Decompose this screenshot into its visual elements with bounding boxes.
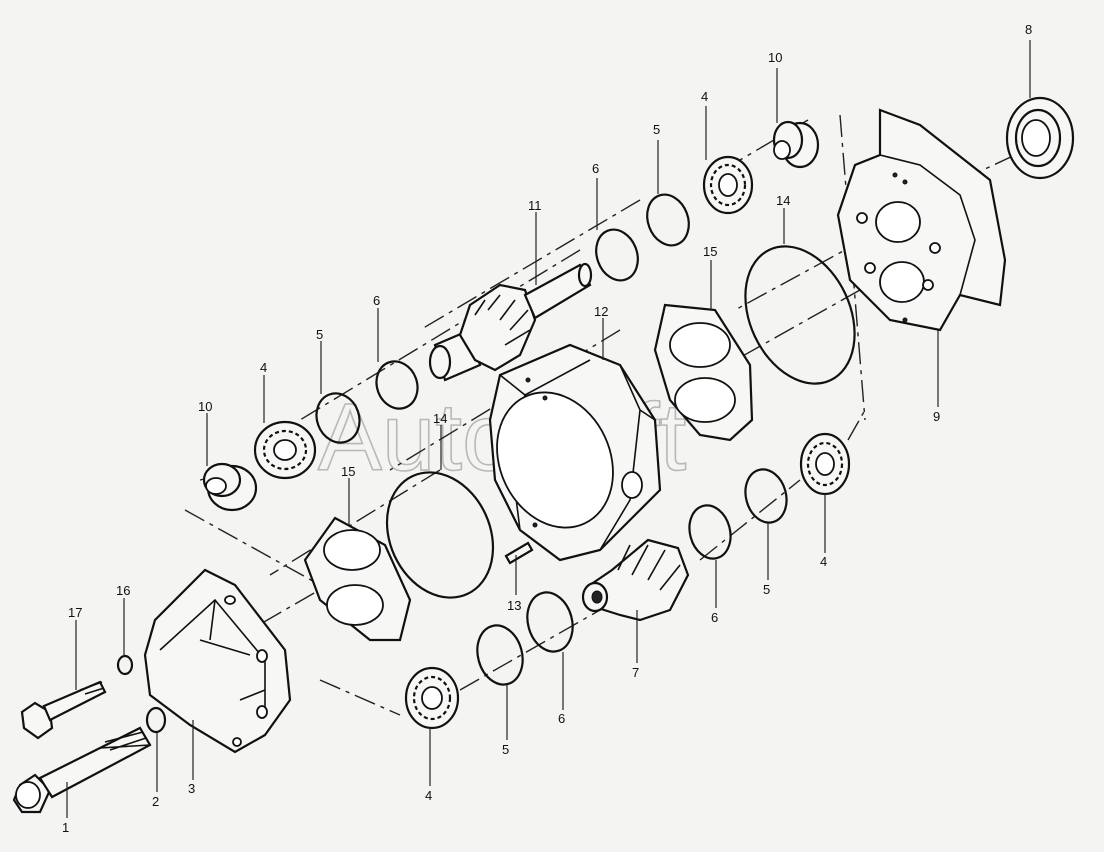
label-7: 7 bbox=[632, 665, 639, 680]
part-bolt-short bbox=[20, 680, 107, 740]
label-10-left: 10 bbox=[198, 399, 212, 414]
label-13: 13 bbox=[507, 598, 521, 613]
label-10-upper: 10 bbox=[768, 50, 782, 65]
label-5-left: 5 bbox=[316, 327, 323, 342]
label-9: 9 bbox=[933, 409, 940, 424]
part-drive-shaft-gear bbox=[428, 262, 593, 382]
label-5-bottom: 5 bbox=[502, 742, 509, 757]
part-ring-5-right bbox=[744, 468, 788, 524]
part-labels: 1 2 3 4 5 6 7 8 9 10 11 12 13 14 15 16 1… bbox=[62, 22, 1032, 835]
label-15-front: 15 bbox=[341, 464, 355, 479]
part-bushing-front bbox=[202, 462, 258, 512]
label-4-upper: 4 bbox=[701, 89, 708, 104]
label-17: 17 bbox=[68, 605, 82, 620]
part-front-cover bbox=[143, 568, 292, 754]
label-11: 11 bbox=[528, 198, 542, 213]
part-bearing-rear bbox=[1005, 96, 1075, 180]
part-ring-6-left bbox=[375, 360, 419, 410]
label-12: 12 bbox=[594, 304, 608, 319]
label-1: 1 bbox=[62, 820, 69, 835]
label-6-bottom: 6 bbox=[558, 711, 565, 726]
part-washer-16 bbox=[116, 654, 134, 676]
part-o-ring-rear bbox=[744, 245, 856, 385]
label-4-left: 4 bbox=[260, 360, 267, 375]
label-4-right: 4 bbox=[820, 554, 827, 569]
part-rear-body bbox=[836, 108, 1007, 332]
label-6-left: 6 bbox=[373, 293, 380, 308]
label-3: 3 bbox=[188, 781, 195, 796]
part-dowel-pin bbox=[504, 541, 534, 565]
part-wear-plate-rear bbox=[653, 303, 754, 442]
part-ring-5-upper bbox=[646, 193, 690, 247]
part-ring-5-left bbox=[315, 392, 361, 444]
label-14-rear: 14 bbox=[776, 193, 790, 208]
part-wear-plate-front bbox=[303, 516, 412, 642]
part-ring-5-bottom bbox=[476, 624, 524, 686]
label-5-right: 5 bbox=[763, 582, 770, 597]
part-bearing-front-left bbox=[253, 420, 317, 480]
label-6-right: 6 bbox=[711, 610, 718, 625]
label-6-upper: 6 bbox=[592, 161, 599, 176]
part-bushing-upper bbox=[772, 120, 820, 169]
part-driven-gear bbox=[581, 538, 690, 622]
part-bearing-right bbox=[799, 432, 851, 496]
leader-lines bbox=[66, 40, 1031, 818]
label-2: 2 bbox=[152, 794, 159, 809]
label-5-upper: 5 bbox=[653, 122, 660, 137]
part-gear-housing bbox=[488, 343, 662, 562]
part-bearing-bottom bbox=[404, 666, 460, 730]
label-4-bottom: 4 bbox=[425, 788, 432, 803]
part-washer-2 bbox=[145, 706, 167, 734]
part-ring-6-upper bbox=[595, 228, 639, 282]
part-o-ring-front bbox=[385, 471, 495, 599]
part-bolt-long bbox=[12, 726, 152, 814]
label-16: 16 bbox=[116, 583, 130, 598]
label-14-front: 14 bbox=[433, 411, 447, 426]
label-8: 8 bbox=[1025, 22, 1032, 37]
part-ring-6-right bbox=[688, 504, 732, 560]
label-15-rear: 15 bbox=[703, 244, 717, 259]
part-bearing-upper bbox=[702, 155, 754, 215]
part-ring-6-bottom bbox=[526, 591, 574, 653]
